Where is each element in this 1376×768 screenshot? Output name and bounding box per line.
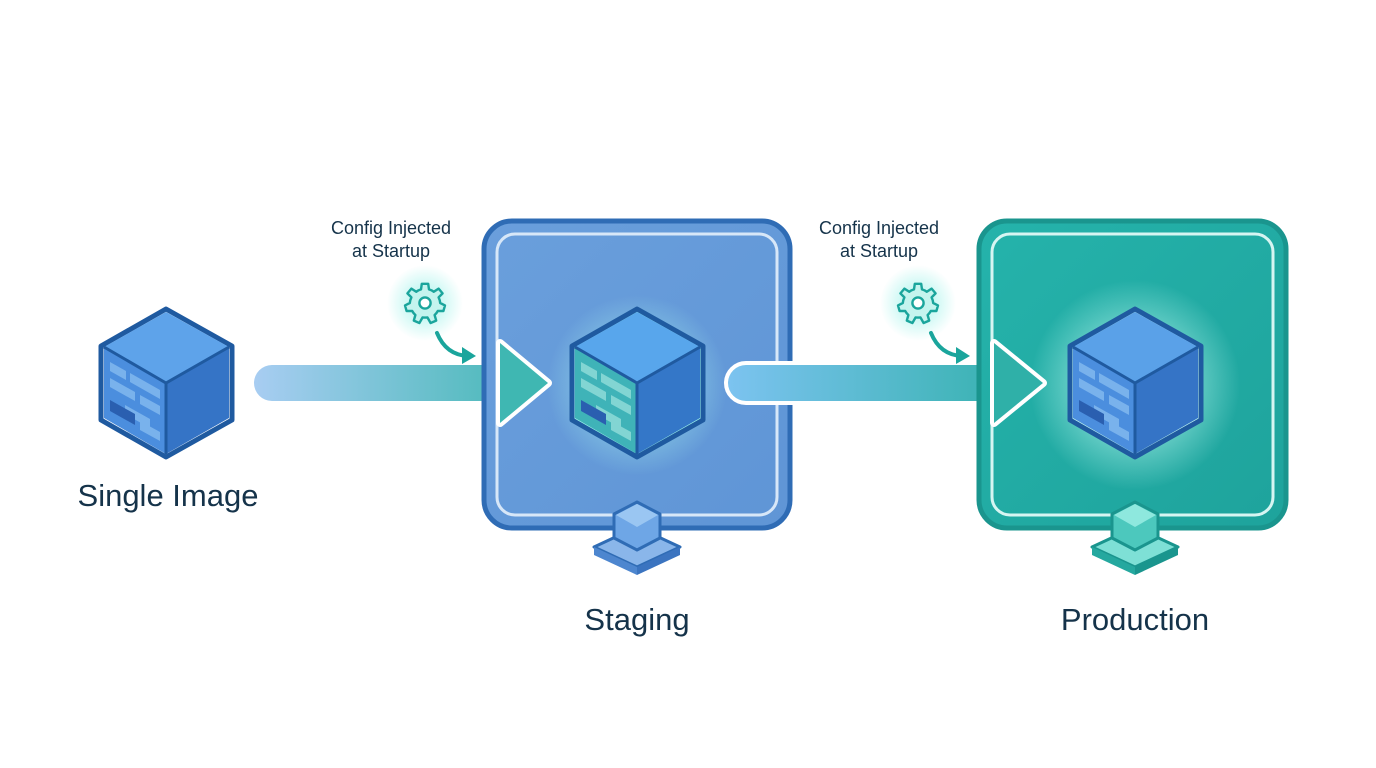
edge-annotation-2: Config Injected at Startup bbox=[794, 217, 964, 263]
node-label-production: Production bbox=[1060, 602, 1210, 637]
node-label-single-image: Single Image bbox=[77, 478, 259, 513]
config-annotation-2 bbox=[880, 265, 970, 364]
pedestal-icon bbox=[1090, 500, 1180, 575]
config-annotation-1 bbox=[387, 265, 476, 364]
edge-annotation-2-line-1: Config Injected bbox=[818, 218, 940, 238]
pedestal-icon bbox=[592, 500, 682, 575]
production-node bbox=[976, 218, 1289, 575]
staging-node bbox=[481, 218, 793, 575]
node-label-staging: Staging bbox=[584, 602, 690, 637]
container-cube-icon bbox=[98, 306, 235, 460]
container-cube-icon bbox=[569, 306, 706, 460]
container-cube-icon bbox=[1067, 306, 1204, 460]
single-image-node bbox=[98, 306, 235, 460]
edge-annotation-2-line-2: at Startup bbox=[839, 241, 919, 261]
edge-annotation-1: Config Injected at Startup bbox=[306, 217, 476, 263]
edge-annotation-1-line-2: at Startup bbox=[351, 241, 431, 261]
edge-annotation-1-line-1: Config Injected bbox=[330, 218, 452, 238]
